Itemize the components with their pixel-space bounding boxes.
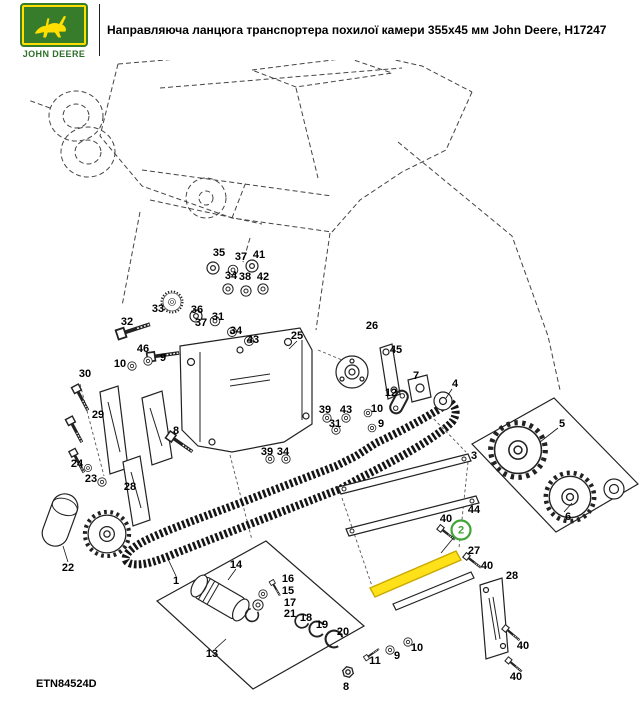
part-callout-20: 20 — [337, 626, 349, 638]
part-callout-8: 8 — [173, 425, 179, 437]
part-callout-40: 40 — [510, 671, 522, 683]
part-callout-18: 18 — [300, 612, 312, 624]
part-callout-44: 44 — [468, 504, 481, 516]
part-callout-7: 7 — [413, 370, 419, 382]
part-callout-34: 34 — [277, 446, 290, 458]
part-callout-9: 9 — [160, 352, 166, 364]
part-callout-45: 45 — [390, 344, 402, 356]
part-callout-14: 14 — [230, 559, 243, 571]
part-callout-15: 15 — [282, 585, 294, 597]
part-callout-10: 10 — [114, 358, 126, 370]
part-callout-43: 43 — [340, 404, 352, 416]
part-callout-42: 42 — [257, 271, 269, 283]
mounting-plate — [179, 327, 313, 453]
part-callout-38: 38 — [239, 271, 251, 283]
part-callout-35: 35 — [213, 247, 225, 259]
tensioner-group — [335, 343, 432, 415]
part-callout-29: 29 — [92, 409, 104, 421]
part-callout-36: 36 — [191, 304, 203, 316]
part-callout-46: 46 — [137, 343, 149, 355]
part-callout-25: 25 — [291, 330, 303, 342]
part-callout-16: 16 — [282, 573, 294, 585]
part-callout-5: 5 — [559, 418, 565, 430]
part-callout-9: 9 — [394, 650, 400, 662]
part-callout-34: 34 — [230, 325, 243, 337]
brand-text: JOHN DEERE — [22, 49, 86, 59]
part-callout-39: 39 — [261, 446, 273, 458]
part-callout-3: 3 — [471, 450, 477, 462]
drawing-number: ETN84524D — [36, 678, 97, 690]
conveyor-chain — [121, 398, 460, 569]
part-callout-30: 30 — [79, 368, 91, 380]
john-deere-logo: JOHN DEERE — [16, 5, 92, 59]
part-callout-32: 32 — [121, 316, 133, 328]
part-callout-37: 37 — [235, 251, 247, 263]
part-callout-19: 19 — [316, 619, 328, 631]
spacer-cylinder — [41, 493, 79, 547]
part-callout-22: 22 — [62, 562, 74, 574]
bottom-roller-panel — [155, 540, 366, 690]
highlighted-part-chain-guide[interactable] — [369, 550, 462, 598]
part-callout-37: 37 — [195, 317, 207, 329]
part-callout-33: 33 — [152, 303, 164, 315]
part-callout-28: 28 — [124, 481, 136, 493]
highlighted-part-number: 2 — [458, 524, 464, 536]
part-callout-1: 1 — [173, 575, 179, 587]
part-callout-10: 10 — [371, 403, 383, 415]
highlighted-part-badge[interactable] — [450, 519, 472, 541]
part-callout-39: 39 — [319, 404, 331, 416]
part-callout-31: 31 — [329, 418, 341, 430]
part-callout-6: 6 — [565, 511, 571, 523]
page-title: Направляюча ланцюга транспортера похилої… — [107, 23, 607, 37]
left-brackets — [99, 385, 173, 527]
part-callout-9: 9 — [378, 418, 384, 430]
part-callout-27: 27 — [468, 545, 480, 557]
chain-guide-bars — [337, 453, 480, 611]
part-callout-17: 17 — [284, 597, 296, 609]
idler-sprocket — [85, 512, 129, 556]
part-callout-12: 12 — [385, 387, 397, 399]
leader-lines — [62, 340, 573, 650]
part-callout-26: 26 — [366, 320, 378, 332]
right-bracket — [479, 577, 509, 660]
part-callout-4: 4 — [452, 378, 459, 390]
part-callout-40: 40 — [440, 513, 452, 525]
part-callout-31: 31 — [212, 311, 224, 323]
deer-icon — [22, 5, 86, 45]
part-callout-23: 23 — [85, 473, 97, 485]
part-callout-11: 11 — [369, 655, 381, 667]
part-callout-13: 13 — [206, 648, 218, 660]
part-callout-21: 21 — [284, 608, 296, 620]
part-callout-10: 10 — [411, 642, 423, 654]
machine-outline — [27, 45, 561, 391]
header: JOHN DEERE Направляюча ланцюга транспорт… — [0, 0, 640, 60]
part-callout-34: 34 — [225, 270, 238, 282]
part-callout-41: 41 — [253, 249, 265, 261]
part-callout-40: 40 — [517, 640, 529, 652]
part-callout-8: 8 — [343, 681, 349, 693]
part-callout-28: 28 — [506, 570, 518, 582]
part-callout-24: 24 — [71, 458, 84, 470]
part-callout-43: 43 — [247, 334, 259, 346]
drive-sprocket-panel — [471, 397, 639, 533]
part-callout-40: 40 — [481, 560, 493, 572]
header-divider — [99, 4, 100, 56]
